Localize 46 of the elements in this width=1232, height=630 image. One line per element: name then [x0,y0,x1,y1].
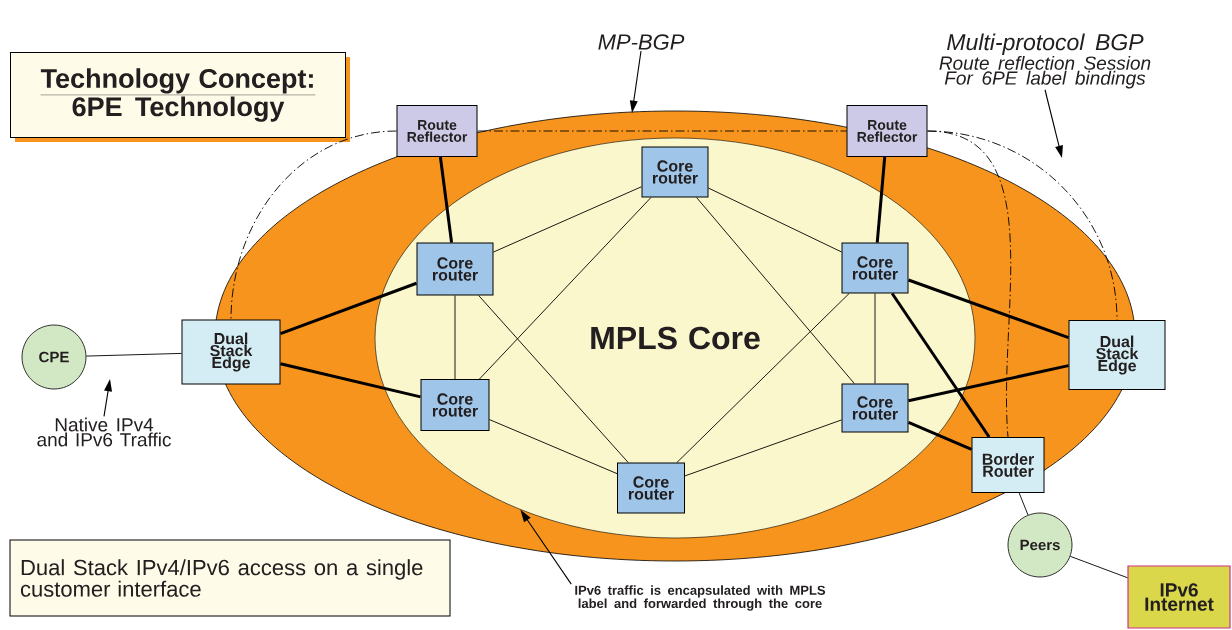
link-line [684,419,842,477]
link-line [489,419,618,475]
link-line [280,362,421,399]
annotation-text: Native IPv4 and IPv6 Traffic [37,417,171,447]
border-router-box: Border Router [971,437,1045,493]
link-line [874,293,876,384]
session-line [477,130,847,132]
link-line [438,156,454,243]
router-box: Core router [617,462,685,514]
link-line [676,293,850,463]
leader-arrow [1044,89,1063,158]
link-line [1069,555,1128,579]
link-line [280,281,418,336]
annotation-text: Multi-protocol BGP Route reflection Session For 6PE label bindings [939,33,1151,89]
link-line [1018,492,1029,516]
edge-router-box: Dual Stack Edge [181,319,281,385]
annotation-text: IPv6 traffic is encapsulated with MPLS label and forwarded through the core [575,585,826,611]
link-line [708,187,842,253]
session-line [230,130,397,320]
router-box: Core router [841,383,909,433]
router-box: Core router [420,379,490,431]
link-line [478,295,629,463]
link-line [908,364,1069,403]
title-box: Technology Concept: 6PE Technology [10,52,350,142]
router-box: Core router [641,146,709,198]
link-line [479,197,652,380]
link-line [85,352,182,357]
link-line [454,295,456,380]
annotation-text: MP-BGP [598,34,685,50]
link-line [696,197,855,384]
route-reflector-box: Route Reflector [396,105,478,157]
leader-arrow [103,379,112,417]
session-line [927,130,1012,438]
note-box: Dual Stack IPv4/IPv6 access on a single customer interface [9,539,451,617]
router-box: Core router [416,242,494,296]
link-line [875,156,887,243]
link-line [890,292,991,438]
route-reflector-box: Route Reflector [846,105,928,157]
link-line [907,421,973,451]
link-line [493,186,642,253]
link-line [908,278,1069,339]
edge-router-box: Dual Stack Edge [1068,320,1166,390]
internet-box: IPv6 Internet [1127,565,1231,629]
leader-arrow [520,509,572,585]
leader-arrow [629,50,642,113]
router-box: Core router [841,242,909,294]
